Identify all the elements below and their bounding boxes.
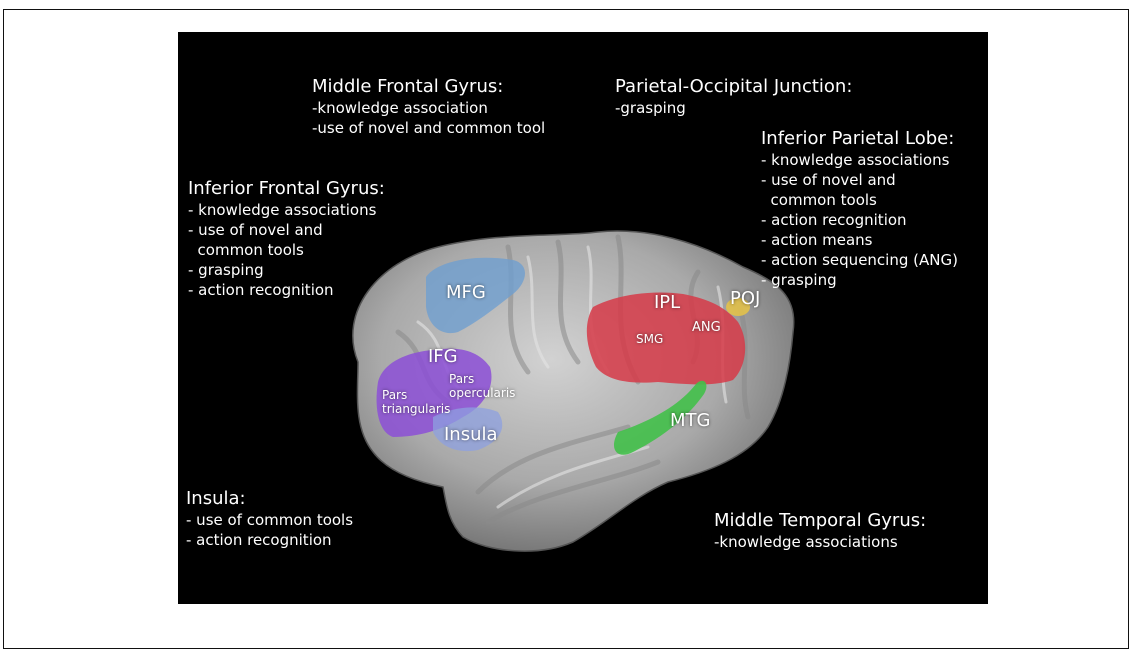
annotation-line: - action recognition bbox=[761, 210, 958, 230]
annotation-line: - use of common tools bbox=[186, 510, 353, 530]
pars-triangularis-line1: Pars bbox=[382, 388, 450, 402]
annotation-line: - knowledge associations bbox=[761, 150, 958, 170]
annotation-title: Middle Frontal Gyrus: bbox=[312, 76, 545, 98]
region-label-pars-triangularis: Pars triangularis bbox=[382, 388, 450, 416]
annotation-inferior-parietal-lobe: Inferior Parietal Lobe: - knowledge asso… bbox=[761, 128, 958, 290]
annotation-title: Inferior Frontal Gyrus: bbox=[188, 178, 385, 200]
annotation-title: Insula: bbox=[186, 488, 353, 510]
annotation-insula: Insula: - use of common tools - action r… bbox=[186, 488, 353, 550]
region-label-ipl: IPL bbox=[654, 292, 680, 313]
annotation-line: -use of novel and common tool bbox=[312, 118, 545, 138]
annotation-title: Parietal-Occipital Junction: bbox=[615, 76, 852, 98]
annotation-line: - knowledge associations bbox=[188, 200, 385, 220]
annotation-line: - action recognition bbox=[188, 280, 385, 300]
region-label-insula: Insula bbox=[444, 424, 498, 445]
region-label-poj: POJ bbox=[730, 288, 760, 309]
annotation-line: - action sequencing (ANG) bbox=[761, 250, 958, 270]
annotation-line: -knowledge association bbox=[312, 98, 545, 118]
annotation-middle-temporal-gyrus: Middle Temporal Gyrus: -knowledge associ… bbox=[714, 510, 926, 552]
brain-figure-panel: MFG IFG Pars opercularis Pars triangular… bbox=[178, 32, 988, 604]
annotation-inferior-frontal-gyrus: Inferior Frontal Gyrus: - knowledge asso… bbox=[188, 178, 385, 300]
region-label-ifg: IFG bbox=[428, 346, 458, 367]
annotation-parietal-occipital-junction: Parietal-Occipital Junction: -grasping bbox=[615, 76, 852, 118]
annotation-line: - action recognition bbox=[186, 530, 353, 550]
region-label-ang: ANG bbox=[692, 320, 721, 335]
region-label-pars-opercularis: Pars opercularis bbox=[449, 372, 515, 400]
annotation-line: -knowledge associations bbox=[714, 532, 926, 552]
region-label-mtg: MTG bbox=[670, 410, 710, 431]
annotation-middle-frontal-gyrus: Middle Frontal Gyrus: -knowledge associa… bbox=[312, 76, 545, 138]
annotation-line: - grasping bbox=[188, 260, 385, 280]
annotation-line: - use of novel and bbox=[188, 220, 385, 240]
annotation-line: common tools bbox=[761, 190, 958, 210]
annotation-line: common tools bbox=[188, 240, 385, 260]
pars-triangularis-line2: triangularis bbox=[382, 402, 450, 416]
annotation-title: Inferior Parietal Lobe: bbox=[761, 128, 958, 150]
annotation-line: -grasping bbox=[615, 98, 852, 118]
region-label-mfg: MFG bbox=[446, 282, 486, 303]
annotation-line: - use of novel and bbox=[761, 170, 958, 190]
annotation-line: - action means bbox=[761, 230, 958, 250]
region-label-smg: SMG bbox=[636, 332, 663, 346]
annotation-line: - grasping bbox=[761, 270, 958, 290]
pars-opercularis-line1: Pars bbox=[449, 372, 515, 386]
annotation-title: Middle Temporal Gyrus: bbox=[714, 510, 926, 532]
pars-opercularis-line2: opercularis bbox=[449, 386, 515, 400]
